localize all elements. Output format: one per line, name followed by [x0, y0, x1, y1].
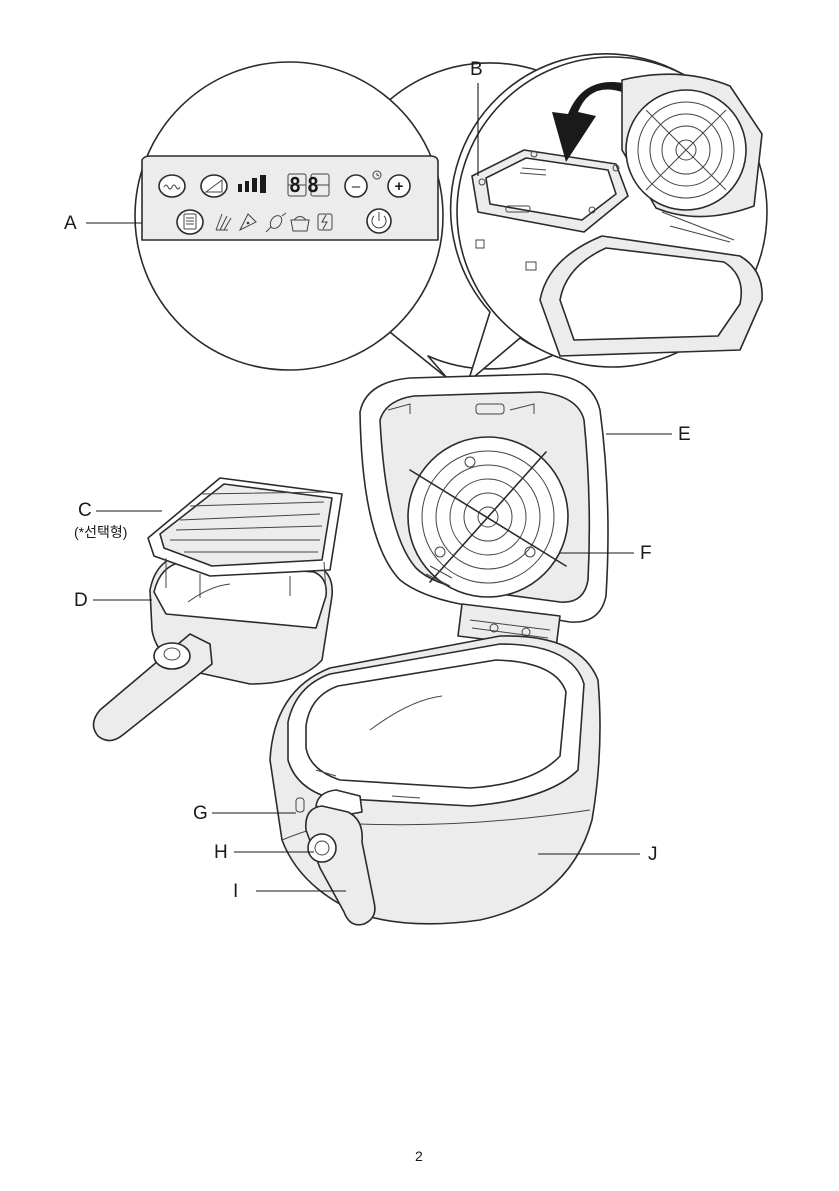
- wave-icon: [159, 175, 185, 197]
- label-f: F: [640, 544, 652, 563]
- label-a: A: [64, 214, 77, 233]
- label-h: H: [214, 843, 228, 862]
- power-icon: [367, 209, 391, 233]
- label-b: B: [470, 60, 483, 79]
- plus-button-label: +: [395, 178, 404, 195]
- label-g: G: [193, 804, 208, 823]
- recipe-book-icon: [177, 210, 203, 234]
- label-j: J: [648, 845, 658, 864]
- temperature-ramp-icon: [201, 175, 227, 197]
- label-c: C: [78, 501, 92, 520]
- lid-filter-zoom: [451, 54, 767, 382]
- page-number: 2: [415, 1148, 423, 1164]
- display-readout: 88: [289, 174, 325, 196]
- minus-button-label: –: [352, 178, 361, 195]
- label-d: D: [74, 591, 88, 610]
- label-c-note: (*선택형): [74, 525, 127, 539]
- fryer-body: [270, 636, 600, 924]
- label-e: E: [678, 425, 691, 444]
- zoom-base-bowl: [540, 236, 762, 356]
- label-i: I: [233, 882, 238, 901]
- open-lid: [360, 374, 608, 622]
